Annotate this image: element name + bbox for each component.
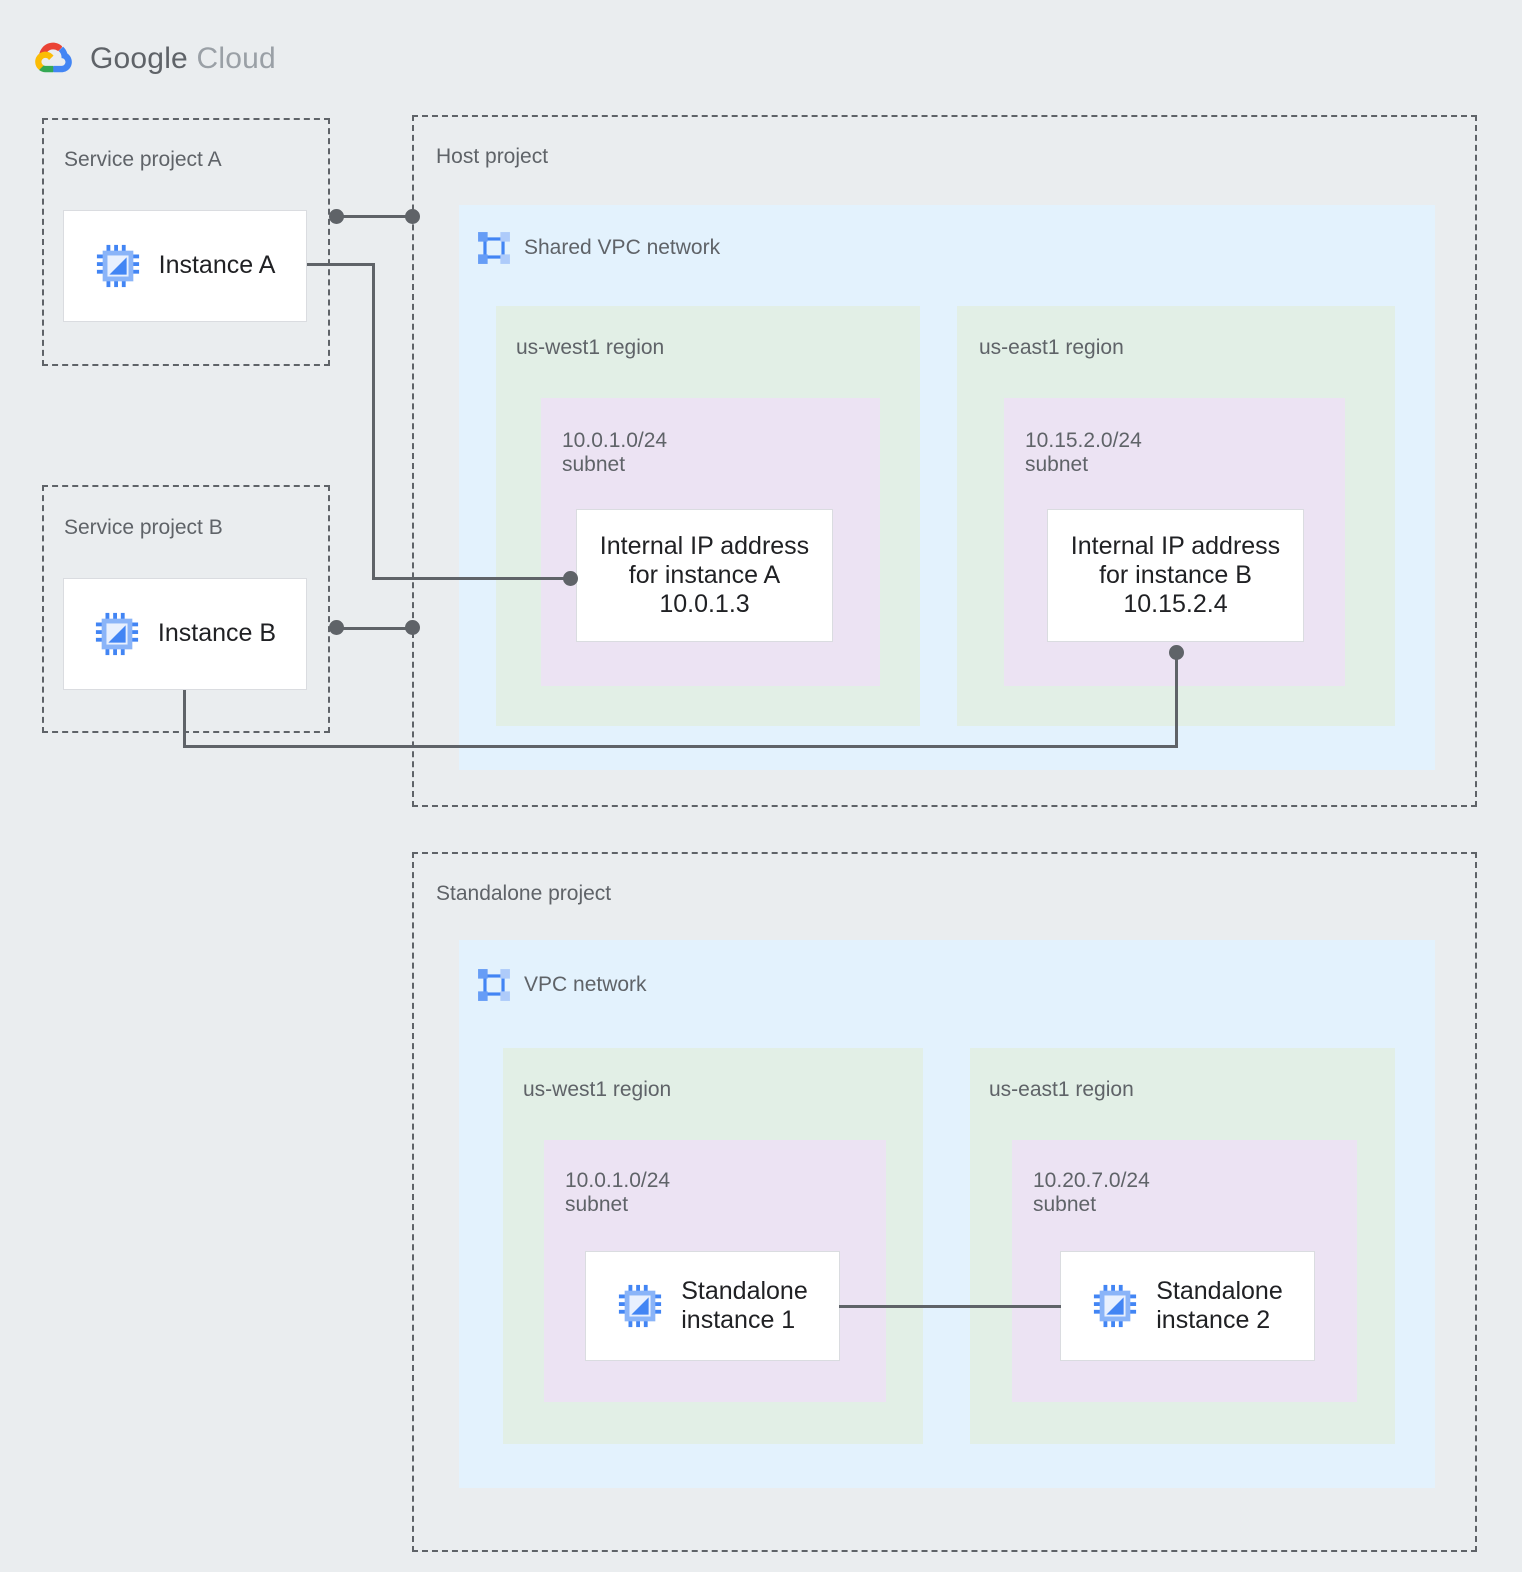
host-project-label: Host project	[436, 145, 549, 168]
compute-instance-icon	[96, 244, 139, 288]
google-cloud-logo-icon	[35, 42, 72, 73]
brand-name-cloud: Cloud	[196, 42, 276, 75]
host-project-container	[412, 115, 1477, 807]
vpc-network-header: VPC network	[477, 968, 647, 1002]
connector-service-b-to-host	[336, 627, 412, 630]
instance-a-box[interactable]: Instance A	[63, 210, 307, 322]
compute-instance-icon	[619, 1284, 662, 1328]
instance-a-label: Instance A	[158, 251, 276, 280]
instance-b-label: Instance B	[157, 619, 277, 648]
standalone-instance-2-box[interactable]: Standalone instance 2	[1060, 1251, 1315, 1361]
standalone-project-label: Standalone project	[436, 882, 612, 905]
connector-instance-b-segment-2	[183, 745, 1178, 748]
internal-ip-instance-b-box: Internal IP address for instance B 10.15…	[1047, 509, 1304, 642]
service-project-a-label: Service project A	[64, 148, 222, 171]
service-project-a-container	[42, 118, 330, 366]
connector-instance-a-segment-3	[372, 577, 572, 580]
vpc-network-icon	[478, 969, 510, 1001]
standalone-project-container	[412, 852, 1477, 1552]
standalone-region-us-west1-label: us-west1 region	[523, 1078, 672, 1101]
standalone-subnet-10-20-7-0-label: 10.20.7.0/24 subnet	[1033, 1169, 1150, 1216]
connector-dot-internal-ip-a	[563, 571, 578, 586]
connector-dot-service-a-left	[329, 209, 344, 224]
internal-ip-instance-b-label: Internal IP address for instance B 10.15…	[1070, 531, 1281, 619]
connector-standalone-instance-1-to-2	[839, 1305, 1061, 1308]
standalone-region-us-east1-label: us-east1 region	[989, 1078, 1134, 1101]
connector-dot-service-b-right	[405, 620, 420, 635]
connector-instance-b-segment-3	[1175, 651, 1178, 746]
internal-ip-instance-a-box: Internal IP address for instance A 10.0.…	[576, 509, 833, 642]
connector-dot-service-b-left	[329, 620, 344, 635]
instance-b-box[interactable]: Instance B	[63, 578, 307, 690]
internal-ip-instance-a-label: Internal IP address for instance A 10.0.…	[599, 531, 810, 619]
compute-instance-icon	[1094, 1284, 1137, 1328]
connector-dot-internal-ip-b	[1169, 645, 1184, 660]
standalone-instance-2-label: Standalone instance 2	[1156, 1276, 1283, 1334]
shared-vpc-network-label: Shared VPC network	[524, 236, 721, 259]
service-project-b-container	[42, 485, 330, 733]
vpc-network-label: VPC network	[524, 973, 647, 996]
standalone-instance-1-box[interactable]: Standalone instance 1	[585, 1251, 840, 1361]
google-cloud-logo: Google Cloud	[34, 38, 276, 80]
brand-name-google: Google	[90, 42, 188, 75]
connector-instance-a-segment-1	[307, 263, 375, 266]
host-subnet-10-0-1-0-label: 10.0.1.0/24 subnet	[562, 429, 668, 476]
standalone-subnet-10-0-1-0-label: 10.0.1.0/24 subnet	[565, 1169, 671, 1216]
service-project-b-label: Service project B	[64, 516, 223, 539]
host-subnet-10-15-2-0-label: 10.15.2.0/24 subnet	[1025, 429, 1142, 476]
vpc-network-icon	[478, 232, 510, 264]
connector-instance-b-segment-1	[183, 690, 186, 748]
brand-name: Google Cloud	[90, 42, 276, 76]
connector-dot-service-a-right	[405, 209, 420, 224]
shared-vpc-network-header: Shared VPC network	[477, 231, 720, 265]
connector-instance-a-segment-2	[372, 263, 375, 579]
host-region-us-west1-label: us-west1 region	[516, 336, 665, 359]
connector-service-a-to-host	[336, 215, 412, 218]
compute-instance-icon	[95, 612, 139, 656]
host-region-us-east1-label: us-east1 region	[979, 336, 1124, 359]
standalone-instance-1-label: Standalone instance 1	[681, 1276, 808, 1334]
